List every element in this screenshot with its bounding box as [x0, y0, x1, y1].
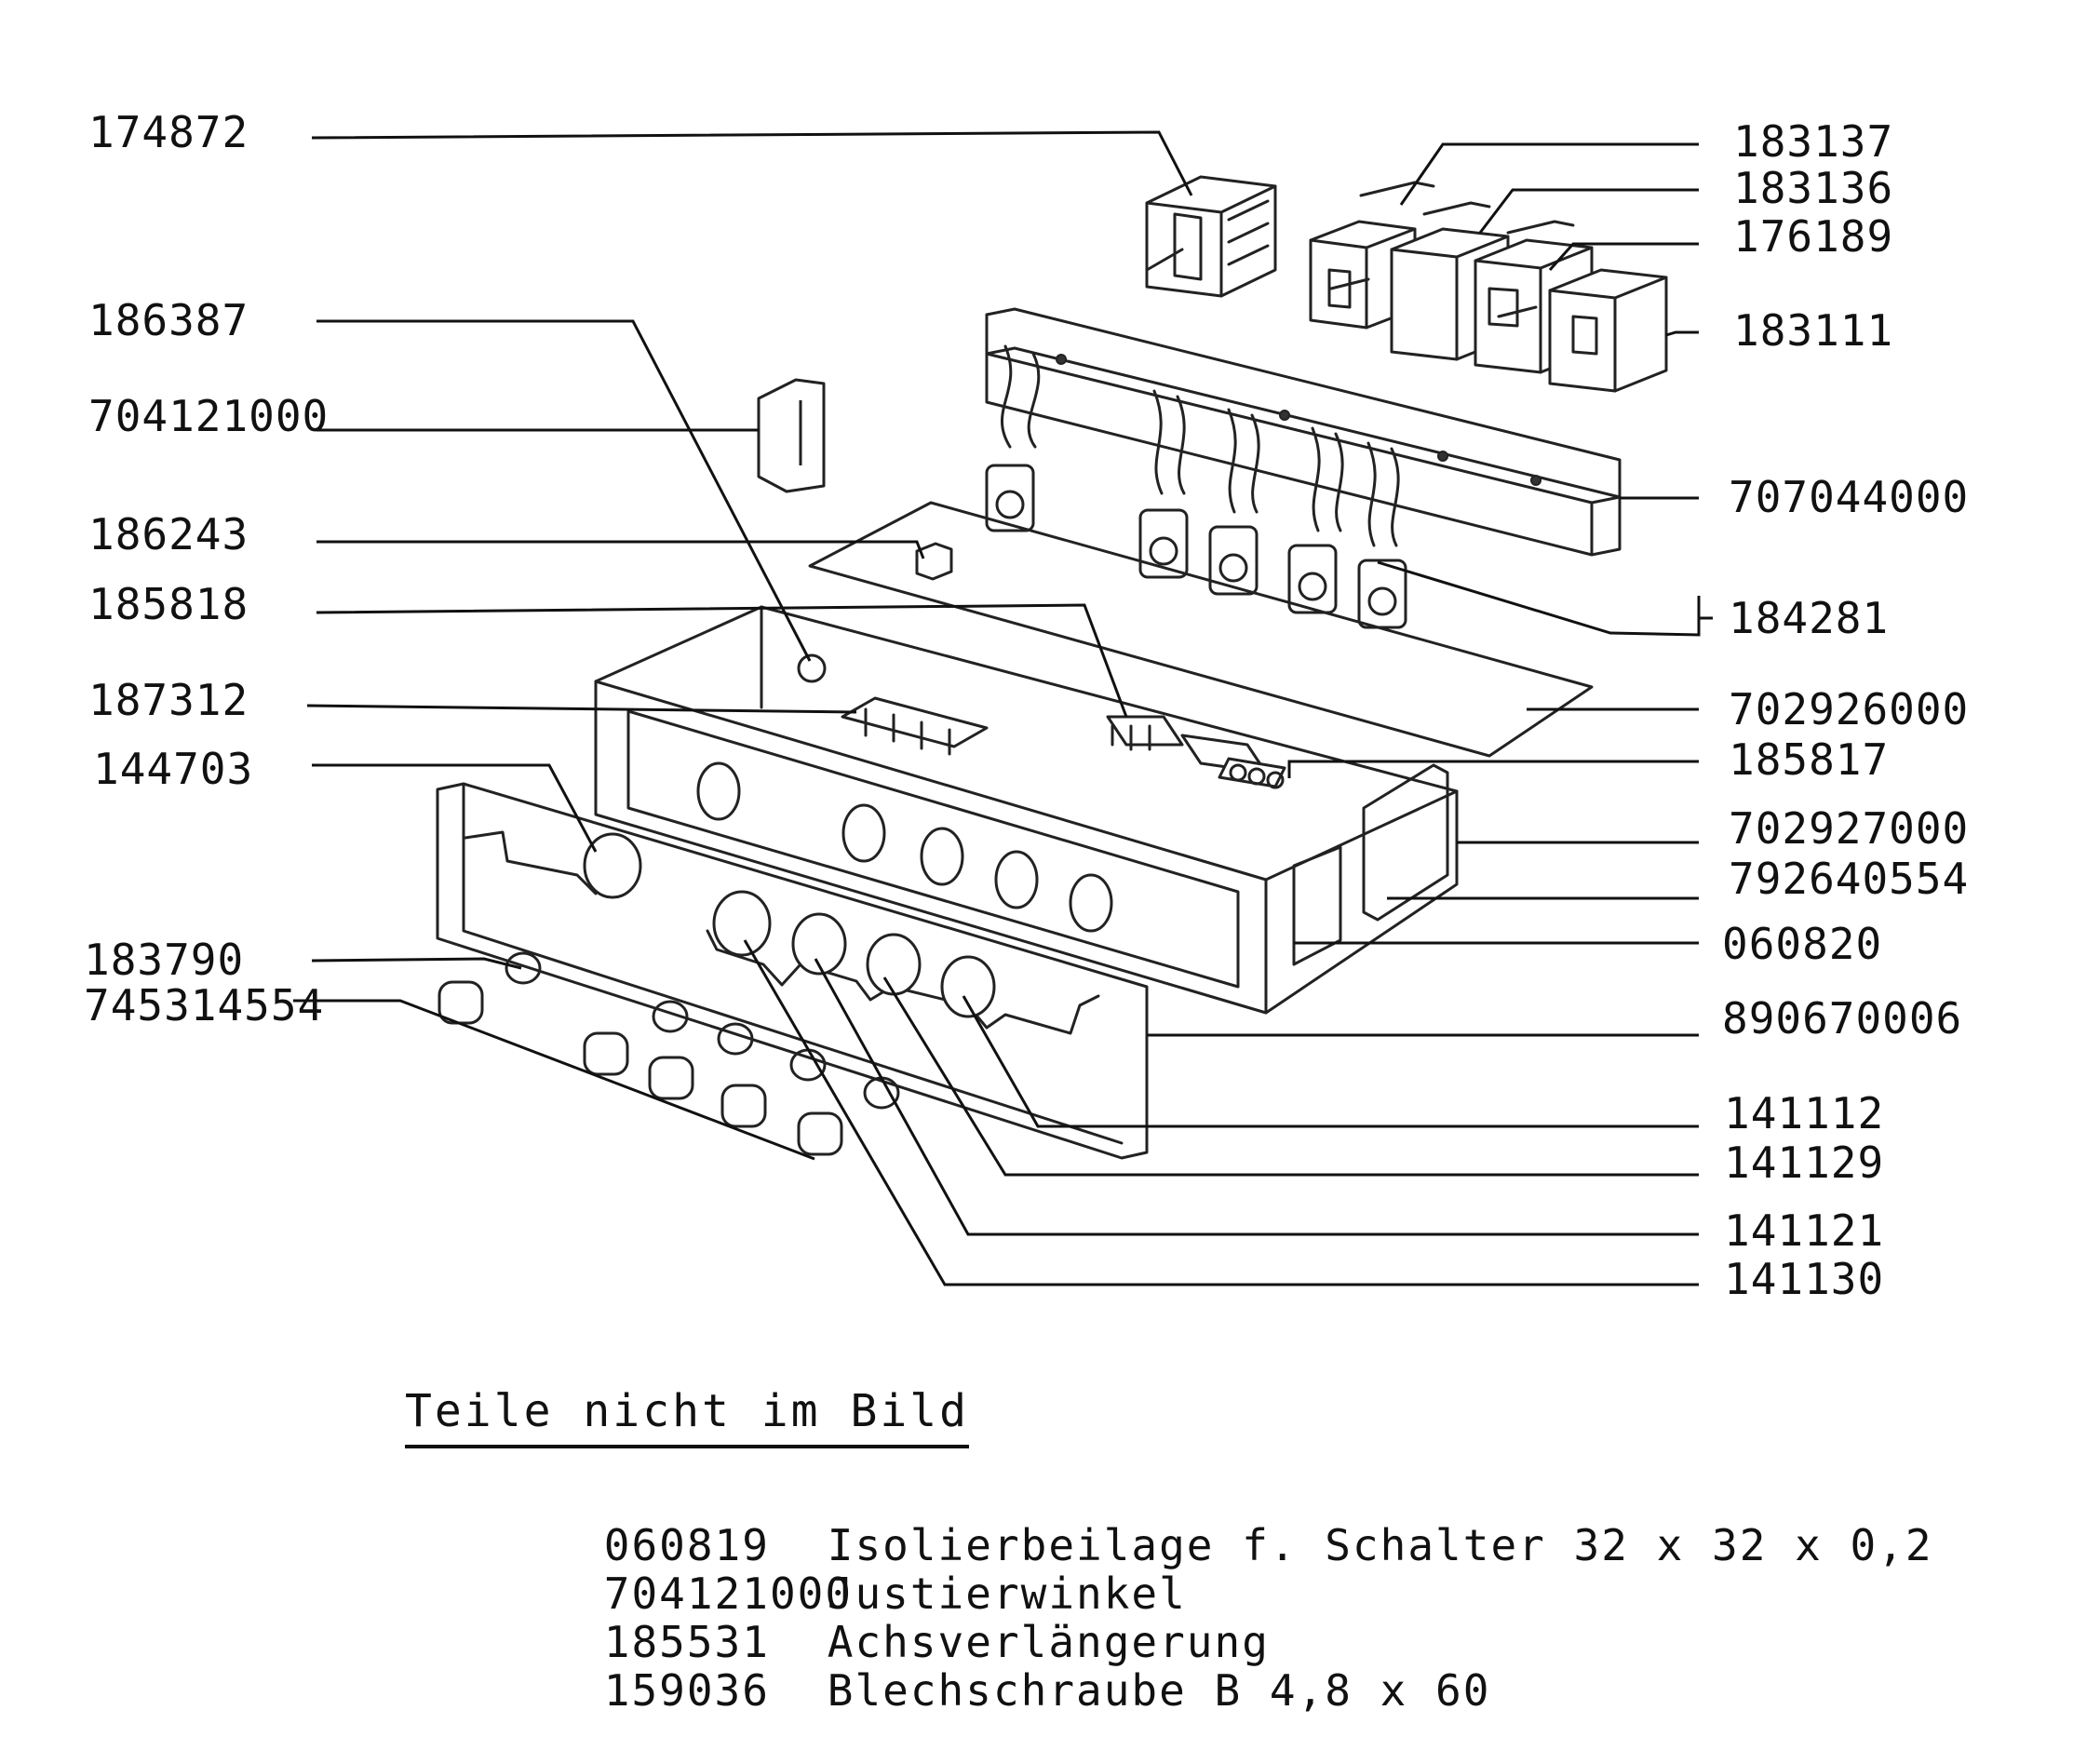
label-185817: 185817 [1729, 734, 1889, 785]
label-186387: 186387 [88, 295, 249, 345]
parts-not-shown: Teile nicht im Bild 060819 Isolierbeilage… [405, 1385, 1932, 1715]
label-187312: 187312 [88, 675, 249, 725]
label-792640554: 792640554 [1729, 854, 1969, 904]
note-description: Blechschraube B 4,8 x 60 [827, 1665, 1491, 1716]
note-row: 060819 Isolierbeilage f. Schalter 32 x 32… [405, 1473, 1932, 1569]
label-144703: 144703 [93, 744, 253, 794]
mounting-rail [985, 307, 1622, 557]
part-labels: 174872 186387 704121000 186243 185818 18… [84, 107, 1969, 1304]
label-183137: 183137 [1733, 116, 1893, 167]
note-row: 704121000Justierwinkel [405, 1521, 1894, 1618]
leader-lines [293, 130, 1713, 1286]
note-part-number: 185531 [603, 1617, 770, 1667]
label-060820: 060820 [1722, 919, 1882, 969]
small-clip [915, 542, 953, 581]
assembly-drawing [436, 175, 1668, 1160]
knobs [438, 980, 843, 1156]
label-183790: 183790 [84, 935, 244, 985]
note-row: 185531 Achsverlängerung [405, 1569, 1894, 1666]
note-description: Justierwinkel [827, 1569, 1187, 1619]
note-part-number: 704121000 [603, 1569, 854, 1619]
label-745314554: 745314554 [84, 980, 324, 1030]
notes-heading: Teile nicht im Bild [405, 1385, 970, 1448]
round-grommet [797, 653, 827, 683]
label-141121: 141121 [1724, 1205, 1884, 1256]
label-141112: 141112 [1724, 1088, 1884, 1138]
label-707044000: 707044000 [1729, 472, 1969, 522]
label-174872: 174872 [88, 107, 249, 157]
note-part-number: 159036 [603, 1665, 770, 1716]
label-702926000: 702926000 [1729, 684, 1969, 734]
exploded-parts-diagram: 174872 186387 704121000 186243 185818 18… [84, 107, 1969, 1304]
note-part-number: 060819 [603, 1520, 770, 1570]
label-141130: 141130 [1724, 1254, 1884, 1304]
note-description: Achsverlängerung [827, 1617, 1270, 1667]
front-panel [436, 782, 1149, 1160]
label-704121000: 704121000 [88, 391, 329, 441]
note-row: 159036 Blechschraube B 4,8 x 60 [405, 1618, 1894, 1715]
adjusting-bracket [757, 378, 826, 493]
cover-plate [808, 501, 1594, 758]
terminal-blocks [841, 696, 1286, 789]
dial-discs [583, 832, 996, 1018]
label-186243: 186243 [88, 509, 249, 559]
note-description: Isolierbeilage f. Schalter 32 x 32 x 0,2 [827, 1520, 1933, 1570]
label-184281: 184281 [1729, 593, 1889, 643]
switch-blocks [1309, 181, 1668, 393]
timer-unit [1145, 175, 1277, 298]
label-183111: 183111 [1733, 305, 1893, 356]
label-702927000: 702927000 [1729, 803, 1969, 854]
label-141129: 141129 [1724, 1138, 1884, 1188]
label-890670006: 890670006 [1722, 993, 1962, 1044]
label-176189: 176189 [1733, 211, 1893, 262]
label-185818: 185818 [88, 579, 249, 629]
label-183136: 183136 [1733, 163, 1893, 213]
